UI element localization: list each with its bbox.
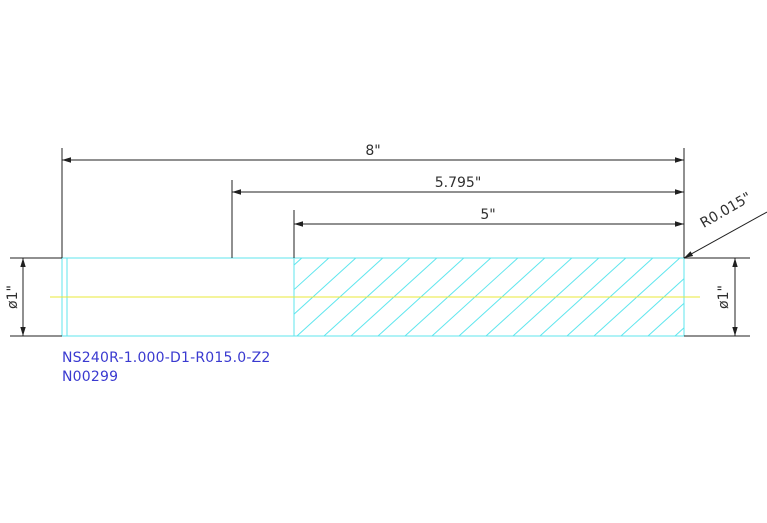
corner-radius-label: R0.015" (698, 190, 755, 232)
right-diameter-label: ø1" (716, 285, 732, 309)
overall-length-label: 8" (365, 143, 380, 159)
hatch-line (294, 258, 330, 291)
part-number: NS240R-1.000-D1-R015.0-Z2 (62, 350, 271, 366)
drawing-number: N00299 (62, 369, 119, 385)
reduced-length-label: 5.795" (435, 175, 482, 191)
hatch-line (647, 302, 684, 336)
corner-radius-leader (683, 211, 767, 259)
hatch-line (756, 258, 767, 336)
dimension-lines (20, 157, 767, 336)
extension-lines (10, 148, 750, 337)
flute-length-label: 5" (480, 207, 495, 223)
left-diameter-label: ø1" (5, 285, 21, 309)
